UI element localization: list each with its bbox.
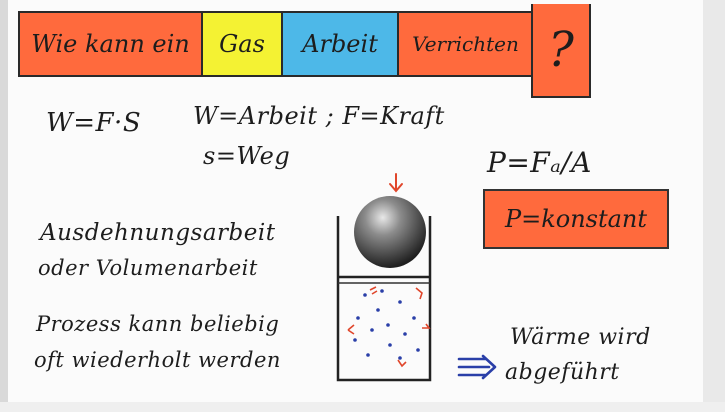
implies-arrow-icon: [457, 354, 497, 380]
distance-definition: s=Weg: [203, 142, 291, 170]
heat-removed-line1: Wärme wird: [510, 325, 651, 350]
board-edge-bottom: [0, 402, 725, 412]
title-segment-question: Wie kann ein: [18, 11, 203, 77]
title-segment-arbeit: Arbeit: [281, 11, 399, 77]
title-text-4: Verrichten: [412, 32, 519, 56]
volume-work-label: oder Volumenarbeit: [38, 256, 258, 280]
work-formula: W=F·S: [46, 108, 142, 138]
steel-ball: [354, 196, 426, 268]
gas-particles: [353, 289, 420, 360]
pressure-constant-text: P=konstant: [504, 205, 648, 233]
pressure-constant-box: P=konstant: [483, 189, 669, 249]
down-arrow-icon: [389, 173, 403, 193]
title-question-mark: ?: [531, 4, 591, 98]
expansion-work-label: Ausdehnungsarbeit: [40, 220, 276, 246]
container-walls: [336, 216, 432, 382]
particle-motion-arrows: [347, 286, 431, 368]
heat-removed-line2: abgeführt: [505, 360, 620, 385]
board-edge-left: [0, 0, 8, 412]
title-text-2: Gas: [219, 30, 265, 58]
repeat-process-line2: oft wiederholt werden: [34, 348, 281, 372]
repeat-process-line1: Prozess kann beliebig: [36, 312, 280, 336]
work-definitions: W=Arbeit ; F=Kraft: [193, 102, 445, 130]
title-segment-verrichten: Verrichten: [397, 11, 534, 77]
title-segment-gas: Gas: [201, 11, 283, 77]
board-edge-right: [703, 0, 725, 412]
title-text-5: ?: [548, 22, 574, 78]
gas-container-diagram: [336, 196, 432, 382]
title-text-1: Wie kann ein: [31, 30, 190, 58]
title-text-3: Arbeit: [302, 30, 378, 58]
pressure-formula: P=Fₐ/A: [487, 146, 592, 179]
